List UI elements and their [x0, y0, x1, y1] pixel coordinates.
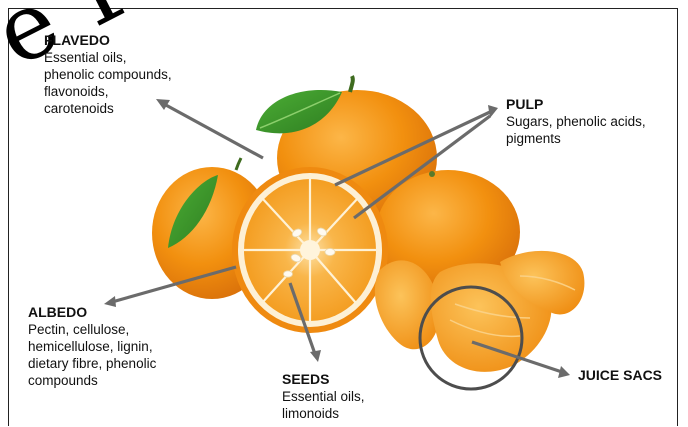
- orange-half: [232, 167, 388, 333]
- albedo-desc: Pectin, cellulose, hemicellulose, lignin…: [28, 321, 156, 389]
- pulp-desc: Sugars, phenolic acids, pigments: [506, 113, 646, 147]
- seeds-desc: Essential oils, limonoids: [282, 388, 365, 422]
- juice-sacs-label: JUICE SACS: [578, 367, 662, 384]
- albedo-label: ALBEDO Pectin, cellulose, hemicellulose,…: [28, 304, 156, 389]
- juice-sacs-title: JUICE SACS: [578, 367, 662, 384]
- seeds-title: SEEDS: [282, 371, 365, 388]
- flavedo-title: FLAVEDO: [44, 32, 172, 49]
- albedo-title: ALBEDO: [28, 304, 156, 321]
- orange-segments: [375, 251, 585, 372]
- pulp-title: PULP: [506, 96, 646, 113]
- seeds-label: SEEDS Essential oils, limonoids: [282, 371, 365, 422]
- pulp-label: PULP Sugars, phenolic acids, pigments: [506, 96, 646, 147]
- flavedo-desc: Essential oils, phenolic compounds, flav…: [44, 49, 172, 117]
- flavedo-label: FLAVEDO Essential oils, phenolic compoun…: [44, 32, 172, 117]
